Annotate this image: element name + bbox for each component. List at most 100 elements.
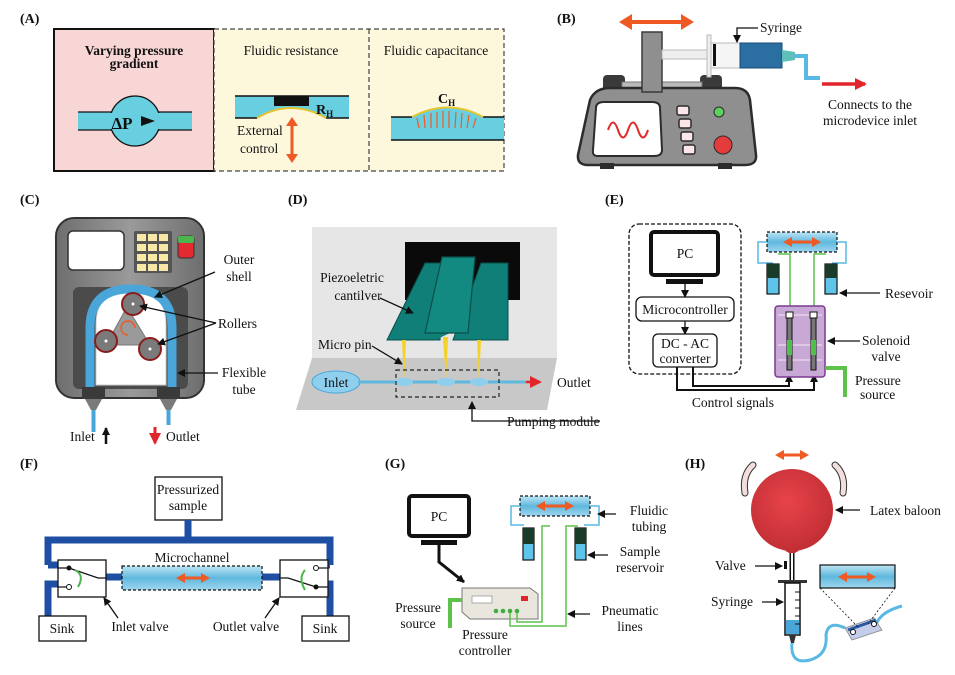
pc-label-g: PC bbox=[431, 509, 448, 524]
resevoir-label: Resevoir bbox=[885, 286, 933, 301]
outlet-valve-label: Outlet valve bbox=[213, 619, 279, 634]
sine-wave bbox=[607, 121, 649, 139]
inlet-label-d: Inlet bbox=[324, 375, 349, 390]
microchannel-label: Microchannel bbox=[155, 550, 230, 565]
valve-label: Valve bbox=[715, 558, 746, 573]
rh-label: RH bbox=[316, 103, 333, 119]
pressurized-label-2: sample bbox=[169, 498, 207, 513]
pump-display bbox=[67, 230, 125, 271]
panel-c-label: (C) bbox=[20, 193, 40, 208]
pressure-controller-label-2: controller bbox=[459, 643, 512, 658]
sink-left-label: Sink bbox=[50, 621, 75, 636]
pc-label-e: PC bbox=[677, 246, 694, 261]
panel-e-label: (E) bbox=[605, 193, 624, 208]
outlet-tube bbox=[795, 54, 820, 80]
outer-shell-label-2: shell bbox=[226, 269, 252, 284]
green-led bbox=[713, 106, 725, 118]
flexible-tube-label-1: Flexible bbox=[222, 365, 266, 380]
external-control-1: External bbox=[237, 123, 283, 138]
piezo-label-2: cantilver bbox=[334, 288, 382, 303]
panel-d: (D) Inlet Outlet Piezoeletric cantilver … bbox=[288, 193, 600, 429]
outlet-label: Outlet bbox=[166, 429, 200, 444]
connects-label-2: microdevice inlet bbox=[823, 113, 917, 128]
panel-b: (B) Syringe Connects to the micro bbox=[557, 12, 917, 169]
inlet-label: Inlet bbox=[70, 429, 95, 444]
syringe-h-label: Syringe bbox=[711, 594, 753, 609]
pusher-block bbox=[641, 31, 663, 93]
pressure-gradient-title-2: gradient bbox=[110, 56, 159, 71]
micro-pin-1 bbox=[402, 340, 406, 382]
sample-reservoir-label-2: reservoir bbox=[616, 560, 664, 575]
connects-label-1: Connects to the bbox=[828, 97, 912, 112]
delta-p-label: ΔP bbox=[111, 114, 132, 133]
tubing-h bbox=[790, 623, 846, 663]
pressure-source-label-e-1: Pressure bbox=[855, 373, 901, 388]
solenoid-label-2: valve bbox=[871, 349, 900, 364]
outlet-clamp bbox=[157, 387, 180, 399]
panel-g: (G) PC Fluidic tubing Sample reservoir P… bbox=[385, 457, 668, 658]
sink-right-label: Sink bbox=[313, 621, 338, 636]
syringe-fluid bbox=[739, 42, 783, 69]
rollers-label: Rollers bbox=[218, 316, 257, 331]
clamp-left bbox=[741, 462, 756, 496]
rotor bbox=[105, 306, 151, 346]
latex-balloon bbox=[751, 469, 833, 551]
keypad[interactable] bbox=[134, 231, 172, 273]
pressurized-sample-box bbox=[154, 476, 223, 521]
outer-shell-label-1: Outer bbox=[224, 252, 255, 267]
panel-d-label: (D) bbox=[288, 193, 308, 208]
valve-knob[interactable] bbox=[784, 561, 787, 569]
flexible-tube-label-2: tube bbox=[232, 382, 255, 397]
clamp-right bbox=[832, 462, 847, 496]
inlet-clamp bbox=[82, 387, 105, 399]
micro-pin-2 bbox=[443, 337, 448, 382]
control-wire-2 bbox=[676, 367, 818, 391]
panel-h: (H) Latex baloon Valve Syringe bbox=[685, 450, 941, 663]
latex-balloon-label: Latex baloon bbox=[870, 503, 941, 518]
dcac-label-1: DC - AC bbox=[661, 336, 709, 351]
pressure-source-line-e bbox=[825, 366, 847, 397]
control-wire-1 bbox=[692, 367, 793, 387]
pressure-source-label-g-2: source bbox=[400, 616, 435, 631]
pc-monitor-g bbox=[407, 494, 471, 538]
pneumatic-line-2 bbox=[509, 525, 578, 627]
pump-button-2 bbox=[678, 118, 692, 129]
micro-pin-3 bbox=[477, 340, 481, 382]
pumping-module-box bbox=[395, 369, 500, 398]
pressure-gradient-title-1: Varying pressure bbox=[85, 43, 183, 58]
pump-button-3 bbox=[680, 131, 694, 142]
capacitance-channel bbox=[391, 117, 504, 140]
panel-f: (F) Pressurized sample Microchannel Sink bbox=[20, 457, 350, 642]
pneumatic-line-1 bbox=[516, 525, 550, 623]
pressure-controller-label-1: Pressure bbox=[462, 627, 508, 642]
inlet-switch-arrow bbox=[74, 569, 82, 588]
sample-reservoir-label-1: Sample bbox=[620, 544, 661, 559]
pressure-arrows bbox=[416, 111, 477, 129]
pump-button-4 bbox=[682, 144, 696, 155]
syringe-needle bbox=[782, 50, 795, 62]
cantilever-2 bbox=[424, 256, 476, 334]
piezo-label-1: Piezoeletric bbox=[320, 270, 384, 285]
panel-a: (A) Varying pressure gradient ΔP Fluidic… bbox=[20, 12, 505, 172]
pneumatic-lines-label-1: Pneumatic bbox=[602, 603, 659, 618]
pc-cable bbox=[437, 545, 465, 584]
pressure-controller[interactable] bbox=[461, 587, 539, 620]
rotation-arrow-icon bbox=[120, 320, 136, 336]
outlet-label-d: Outlet bbox=[557, 375, 591, 390]
red-power-button[interactable] bbox=[713, 135, 733, 155]
pressurized-label-1: Pressurized bbox=[157, 482, 219, 497]
dcac-label-2: converter bbox=[660, 351, 711, 366]
inlet-valve-label: Inlet valve bbox=[111, 619, 168, 634]
syringe-plunger bbox=[661, 49, 713, 60]
outlet-switch-arrow bbox=[300, 569, 306, 591]
micro-pin-label: Micro pin bbox=[318, 337, 372, 352]
panel-c: (C) Inlet Outlet bbox=[20, 193, 266, 445]
microcontroller-label: Microcontroller bbox=[642, 302, 728, 317]
external-control-2: control bbox=[240, 141, 278, 156]
control-system-box bbox=[628, 223, 742, 375]
actuator-block bbox=[274, 96, 309, 106]
base-plate bbox=[296, 358, 557, 410]
panel-f-label: (F) bbox=[20, 457, 38, 472]
ch-label: CH bbox=[438, 92, 455, 108]
